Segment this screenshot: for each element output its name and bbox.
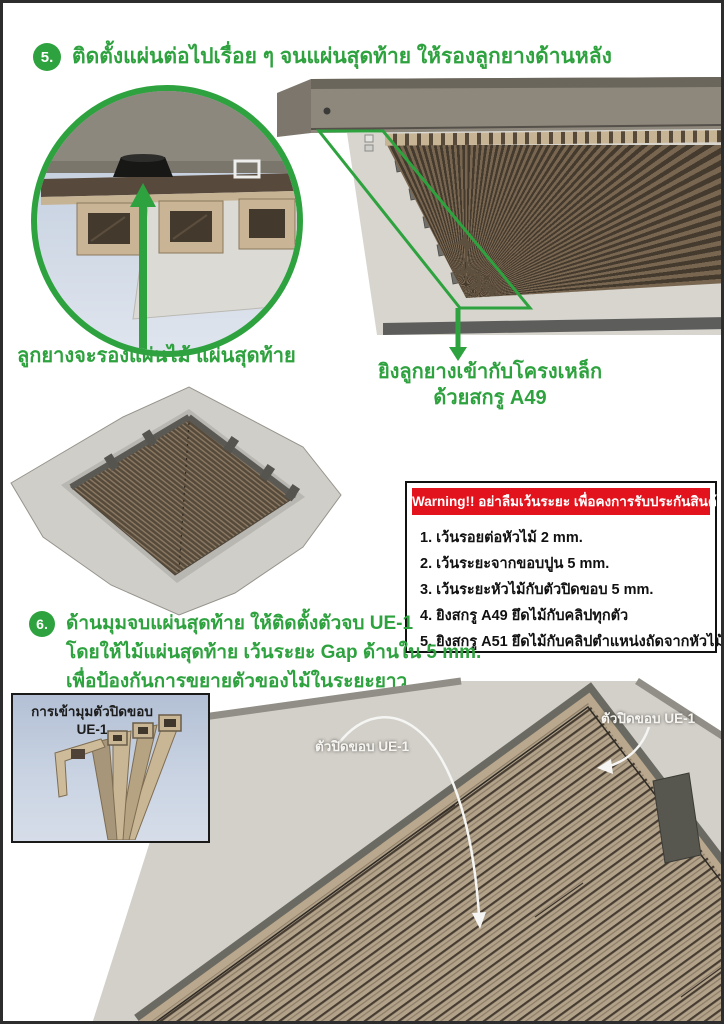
ue1-profiles [54, 714, 182, 840]
arrow-up-icon [130, 183, 156, 207]
ue1-title-line1: การเข้ามุมตัวปิดขอบ [31, 704, 153, 719]
right-arrowhead-icon [597, 759, 613, 774]
wood-deck-field [151, 703, 721, 1021]
warning-title: Warning!! อย่าลืมเว้นระยะ เพื่อคงการรับป… [412, 488, 721, 515]
deck-surface-lip [41, 191, 295, 205]
arrow-down-icon [449, 347, 467, 361]
deck-surface [41, 173, 295, 197]
ue1-inset-title: การเข้ามุมตัวปิดขอบ UE-1 [27, 703, 157, 739]
beam-left-face [277, 79, 311, 137]
warning-list: 1. เว้นรอยต่อหัวไม้ 2 mm. 2. เว้นระยะจาก… [412, 515, 724, 655]
warning-box: Warning!! อย่าลืมเว้นระยะ เพื่อคงการรับป… [405, 481, 724, 655]
ue1-profile-svg [54, 714, 182, 840]
warning-item: 5. ยิงสกรู A51 ยึดไม้กับคลิปตำแหน่งถัดจา… [420, 634, 724, 650]
step6-line1: ด้านมุมจบแผ่นสุดท้าย ให้ติดตั้งตัวจบ UE-… [66, 613, 414, 634]
clip-detail-2 [364, 144, 374, 152]
deck-chambers [76, 198, 296, 256]
deck-underside-render [247, 77, 721, 361]
deck-underside-overlay [315, 129, 721, 361]
warning-item: 3. เว้นระยะหัวไม้กับตัวปิดขอบ 5 mm. [420, 582, 654, 598]
step6-badge: 6. [29, 611, 55, 637]
ground-steel-bar [383, 317, 721, 335]
deck-corner-svg [92, 677, 721, 1021]
edge-trim-label-left: ตัวปิดขอบ UE-1 [315, 739, 410, 754]
slab-edge-line [188, 677, 462, 723]
beam-top-edge [311, 77, 721, 89]
step6-header: 6. ด้านมุมจบแผ่นสุดท้าย ให้ติดตั้งตัวจบ … [29, 609, 481, 696]
step5-badge: 5. [33, 43, 61, 71]
beam-bottom-line [310, 124, 721, 130]
steel-edge-right [187, 414, 297, 500]
step5-title: ติดตั้งแผ่นต่อไปเรื่อย ๆ จนแผ่นสุดท้าย ใ… [72, 45, 612, 68]
warning-item: 1. เว้นรอยต่อหัวไม้ 2 mm. [420, 530, 583, 546]
ue1-title-line2: UE-1 [76, 722, 108, 737]
deck-corner-render [3, 677, 721, 1021]
bracket-tabs [103, 429, 301, 502]
left-arrowhead-icon [472, 912, 486, 929]
rubber-pad [113, 157, 173, 177]
clip-detail [364, 134, 374, 143]
rubber-pad-top [121, 154, 165, 162]
screw-caption-line1: ยิงลูกยางเข้ากับโครงเหล็ก [377, 361, 603, 383]
green-highlight-outline [315, 129, 534, 310]
steel-edge-left [69, 414, 191, 490]
step6-text: ด้านมุมจบแผ่นสุดท้าย ให้ติดตั้งตัวจบ UE-… [66, 609, 481, 696]
warning-item: 2. เว้นระยะจากขอบปูน 5 mm. [420, 556, 610, 572]
steel-beam [311, 77, 721, 133]
rubber-pad-closeup [31, 85, 303, 357]
steel-post [652, 772, 702, 864]
board-seams [406, 804, 721, 998]
pad-cross-section [37, 91, 297, 351]
screw-caption-line2: ด้วยสกรู A49 [433, 387, 547, 409]
circle-caption: ลูกยางจะรองแผ่นไม้ แผ่นสุดท้าย [17, 345, 296, 367]
step5-header: 5. ติดตั้งแผ่นต่อไปเรื่อย ๆ จนแผ่นสุดท้า… [33, 43, 612, 71]
step6-line2: โดยให้ไม้แผ่นสุดท้าย เว้นระยะ Gap ด้านใน… [66, 642, 482, 663]
white-clip [233, 159, 261, 179]
slab-edge-line-2 [635, 678, 721, 740]
warning-item: 4. ยิงสกรู A49 ยึดไม้กับคลิปทุกตัว [420, 608, 629, 624]
step6-line3: เพื่อป้องกันการขยายตัวของไม้ในระยะยาว [66, 671, 408, 692]
ue1-corner-inset: การเข้ามุมตัวปิดขอบ UE-1 [11, 693, 210, 843]
left-label-arrow [338, 716, 481, 916]
beam-bolt [323, 107, 331, 115]
deck-frame-svg [10, 386, 342, 616]
screw-caption: ยิงลูกยางเข้ากับโครงเหล็ก ด้วยสกรู A49 [361, 359, 619, 411]
edge-trim-label-right: ตัวปิดขอบ UE-1 [601, 711, 696, 726]
deck-frame-render [3, 385, 395, 625]
